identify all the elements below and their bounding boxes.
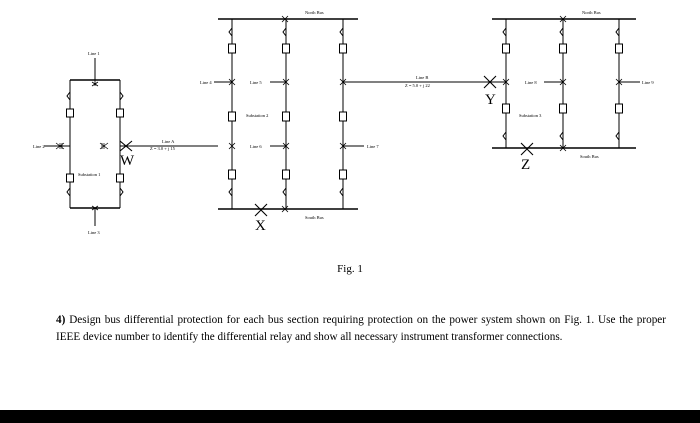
breaker-icon	[282, 43, 290, 54]
ct-icon	[91, 80, 99, 87]
breaker-icon	[282, 169, 290, 180]
fault-y-icon	[483, 75, 497, 89]
line-a-label: Line A	[162, 139, 175, 144]
line-b-impedance: Z = 5.0 + j 22	[405, 83, 430, 88]
substation-1-label: Substation 1	[78, 172, 100, 177]
substation-3	[483, 15, 640, 156]
breaker-icon	[228, 169, 236, 180]
breaker-icon	[339, 169, 347, 180]
breaker-icon	[502, 103, 510, 114]
breaker-icon	[339, 43, 347, 54]
fault-w-label: W	[120, 153, 135, 169]
breaker-icon	[66, 173, 74, 183]
breaker-icon	[228, 43, 236, 54]
breaker-icon	[615, 103, 623, 114]
line-a-impedance: Z = 3.0 + j 15	[150, 146, 176, 151]
sub3-south-bus-label: South Bus	[580, 154, 599, 159]
line-3-label: Line 3	[88, 230, 100, 235]
ct-icon	[502, 78, 510, 86]
breaker-icon	[559, 103, 567, 114]
line-7-label: Line 7	[367, 144, 379, 149]
breaker-icon	[615, 43, 623, 54]
breaker-icon	[502, 43, 510, 54]
breaker-icon	[282, 111, 290, 122]
ct-icon	[228, 142, 236, 150]
breaker-icon	[116, 173, 124, 183]
bottom-bar	[0, 410, 700, 423]
sub2-south-bus-label: South Bus	[305, 215, 324, 220]
problem-number: 4)	[56, 314, 66, 326]
ct-icon	[281, 205, 289, 213]
line-6-label: Line 6	[250, 144, 262, 149]
substation-1	[44, 58, 133, 226]
breaker-icon	[559, 43, 567, 54]
breaker-icon	[66, 108, 74, 118]
line-8-label: Line 8	[525, 80, 537, 85]
ct-icon	[281, 15, 289, 23]
fault-z-label: Z	[521, 157, 530, 173]
line-2-label: Line 2	[33, 144, 45, 149]
fault-x-label: X	[255, 218, 266, 234]
fault-y-label: Y	[485, 92, 496, 108]
problem-text: Design bus differential protection for e…	[56, 314, 667, 343]
substation-3-label: Substation 3	[519, 113, 542, 118]
ct-icon	[55, 142, 65, 150]
figure-caption: Fig. 1	[337, 263, 363, 275]
fault-z-icon	[520, 142, 534, 156]
line-b-label: Line B	[416, 75, 428, 80]
problem-statement: 4) Design bus differential protection fo…	[56, 312, 666, 345]
sub2-north-bus-label: North Bus	[305, 10, 324, 15]
fault-x-icon	[254, 203, 268, 217]
line-1-label: Line 1	[88, 51, 100, 56]
line-5-label: Line 5	[250, 80, 262, 85]
substation-2-label: Substation 2	[246, 113, 268, 118]
ct-icon	[91, 205, 99, 211]
line-4-label: Line 4	[200, 80, 212, 85]
breaker-icon	[116, 108, 124, 118]
sub3-north-bus-label: North Bus	[582, 10, 601, 15]
breaker-icon	[339, 111, 347, 122]
line-9-label: Line 9	[642, 80, 654, 85]
substation-2	[214, 15, 364, 217]
ct-icon	[99, 142, 109, 150]
breaker-icon	[228, 111, 236, 122]
